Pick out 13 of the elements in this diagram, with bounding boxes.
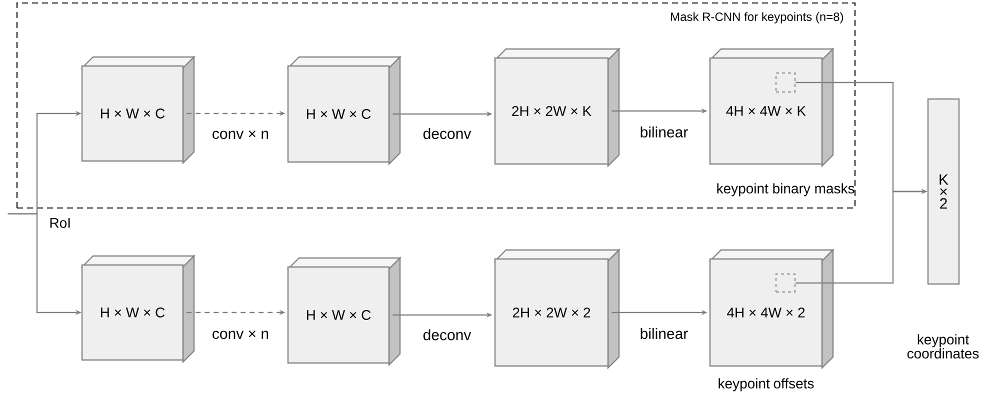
edge-label: deconv xyxy=(423,128,472,139)
edge-label: conv × n xyxy=(212,330,268,339)
edge-label: bilinear xyxy=(640,328,688,339)
edge-label: deconv xyxy=(423,329,472,340)
edge-label: bilinear xyxy=(640,126,688,138)
dashed-square xyxy=(776,274,796,292)
edge-label: conv × n xyxy=(212,130,268,139)
node-label: keypoint offsets xyxy=(718,378,814,392)
node-label: keypoint binary masks xyxy=(717,183,854,196)
dashed-square xyxy=(776,72,796,92)
input-label: RoI xyxy=(50,218,70,228)
node-label: keypoint coordinates xyxy=(907,334,979,359)
output-bar: K × 2 xyxy=(927,98,960,285)
